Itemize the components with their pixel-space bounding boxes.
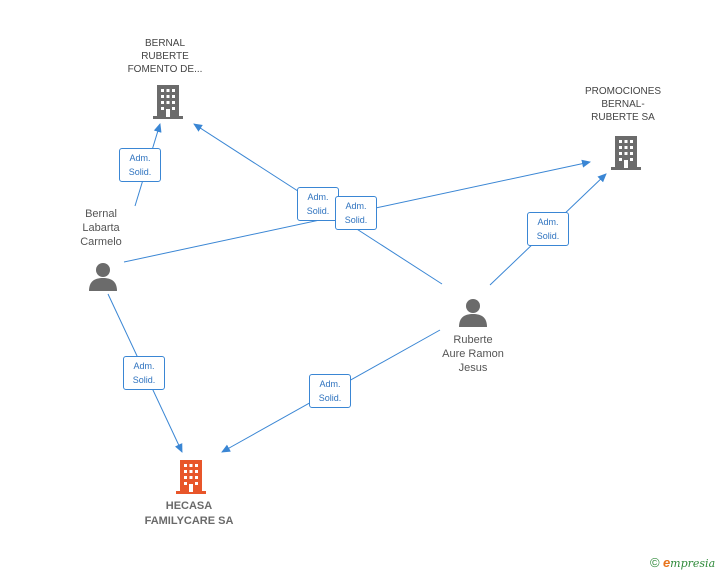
label-line: Ruberte <box>453 334 493 346</box>
empresia-watermark: © empresia <box>650 555 715 573</box>
relation-badge[interactable]: Adm. Solid. <box>527 212 569 246</box>
label-line: RUBERTE SA <box>591 112 655 123</box>
relation-badge[interactable]: Adm. Solid. <box>335 196 377 230</box>
company-label-bernal-ruberte-fomento[interactable]: BERNAL RUBERTE FOMENTO DE... <box>113 37 217 76</box>
label-line: RUBERTE <box>141 51 189 62</box>
label-line: BERNAL- <box>601 99 645 110</box>
person-icon[interactable] <box>459 299 487 327</box>
relation-badge[interactable]: Adm. Solid. <box>119 148 161 182</box>
relation-line2: Solid. <box>344 215 368 225</box>
relation-badge[interactable]: Adm. Solid. <box>309 374 351 408</box>
relation-line2: Solid. <box>536 231 560 241</box>
relation-line1: Adm. <box>345 201 367 211</box>
label-line: Jesus <box>458 362 488 374</box>
relation-line1: Adm. <box>129 153 151 163</box>
label-line: PROMOCIONES <box>584 86 662 97</box>
label-line: FAMILYCARE SA <box>144 515 234 527</box>
label-line: Bernal <box>85 208 117 220</box>
label-line: Aure Ramon <box>442 348 504 360</box>
building-icon[interactable] <box>153 85 183 119</box>
copyright-symbol: © <box>650 555 660 570</box>
building-icon[interactable] <box>611 136 641 170</box>
relation-line2: Solid. <box>128 167 152 177</box>
company-label-hecasa-familycare[interactable]: HECASA FAMILYCARE SA <box>128 499 250 529</box>
company-label-promociones-bernal-ruberte[interactable]: PROMOCIONES BERNAL- RUBERTE SA <box>571 85 675 124</box>
label-line: FOMENTO DE... <box>127 64 203 75</box>
relation-line2: Solid. <box>306 206 330 216</box>
relation-line1: Adm. <box>319 379 341 389</box>
relation-line2: Solid. <box>132 375 156 385</box>
person-icon[interactable] <box>89 263 117 291</box>
relation-line1: Adm. <box>537 217 559 227</box>
person-label-ruberte-aure-ramon-jesus[interactable]: Ruberte Aure Ramon Jesus <box>424 333 522 375</box>
brand-initial: e <box>662 555 671 570</box>
person-label-bernal-labarta-carmelo[interactable]: Bernal Labarta Carmelo <box>60 207 142 249</box>
relation-badge[interactable]: Adm. Solid. <box>297 187 339 221</box>
brand-name: mpresia <box>670 557 716 570</box>
relation-line1: Adm. <box>133 361 155 371</box>
relation-line2: Solid. <box>318 393 342 403</box>
building-icon[interactable] <box>176 460 206 494</box>
label-line: BERNAL <box>144 38 185 49</box>
relation-badge[interactable]: Adm. Solid. <box>123 356 165 390</box>
label-line: HECASA <box>165 500 213 512</box>
relation-line1: Adm. <box>307 192 329 202</box>
label-line: Labarta <box>82 222 120 234</box>
label-line: Carmelo <box>80 236 122 248</box>
